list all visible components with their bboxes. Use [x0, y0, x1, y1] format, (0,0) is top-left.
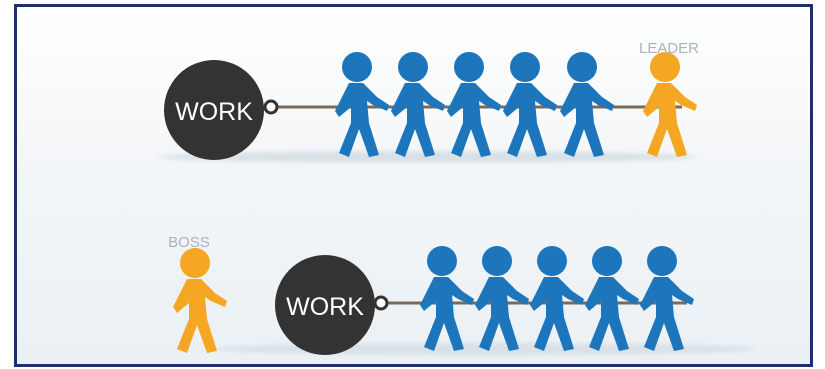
- bottom-team-member: [530, 246, 584, 351]
- top-team-member: [560, 52, 614, 157]
- bottom-row: WORK BOSS: [168, 234, 757, 355]
- leader-figure: [643, 52, 697, 157]
- boss-label: BOSS: [168, 234, 210, 251]
- bottom-team-member: [420, 246, 474, 351]
- leader-vs-boss-illustration: WORK LEADER WORK: [157, 40, 757, 355]
- boss-figure: [173, 248, 227, 353]
- bottom-team-member: [640, 246, 694, 351]
- top-team: [335, 52, 614, 157]
- bottom-weight-ring: [373, 295, 389, 311]
- top-ground-shadow: [157, 151, 697, 163]
- leader-label: LEADER: [639, 40, 699, 57]
- top-team-member: [503, 52, 557, 157]
- bottom-team-member: [585, 246, 639, 351]
- illustration-frame: WORK LEADER WORK: [14, 4, 813, 367]
- bottom-work-label: WORK: [286, 293, 364, 321]
- bottom-work-weight: WORK: [275, 255, 389, 355]
- top-work-label: WORK: [175, 98, 253, 126]
- top-team-member: [391, 52, 445, 157]
- bottom-team: [420, 246, 694, 351]
- bottom-team-member: [475, 246, 529, 351]
- top-team-member: [335, 52, 389, 157]
- top-team-member: [447, 52, 501, 157]
- top-work-weight: WORK: [164, 60, 279, 160]
- top-row: WORK LEADER: [157, 40, 699, 163]
- top-weight-ring: [263, 99, 279, 115]
